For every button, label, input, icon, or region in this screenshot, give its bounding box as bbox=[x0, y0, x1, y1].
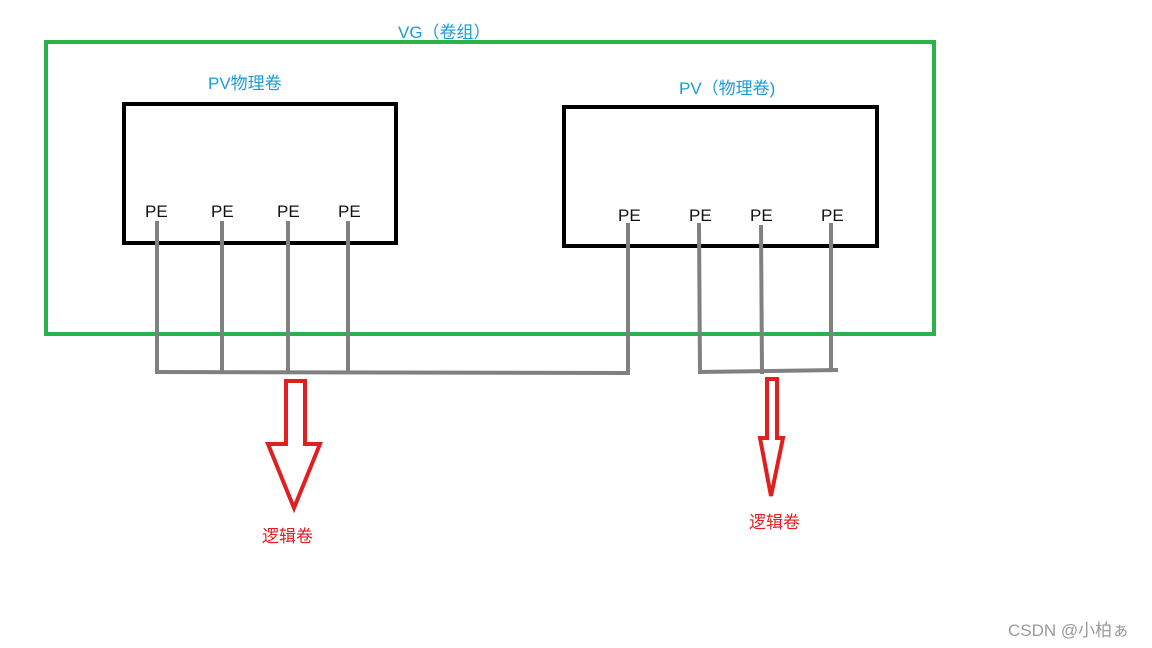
pv1-box bbox=[122, 102, 398, 245]
pv1-connectors bbox=[154, 221, 631, 376]
vg-label: VG（卷组） bbox=[398, 23, 491, 42]
lv1-arrow-icon bbox=[265, 379, 323, 514]
pv1-label: PV物理卷 bbox=[208, 74, 282, 93]
pv2-box bbox=[562, 105, 879, 248]
vg-box bbox=[44, 40, 936, 336]
pv1-pe-label: PE bbox=[338, 202, 361, 221]
pv1-pe-label: PE bbox=[211, 202, 234, 221]
watermark: CSDN @小柏ぁ bbox=[1008, 621, 1130, 640]
pv1-pe-label: PE bbox=[277, 202, 300, 221]
lv2-arrow-icon bbox=[757, 377, 786, 497]
lv1-bus-line bbox=[154, 369, 631, 376]
pv2-pe3-line bbox=[758, 224, 765, 375]
pv2-connectors bbox=[696, 222, 839, 375]
pv2-pe-label: PE bbox=[821, 206, 844, 225]
pv1-pe-label: PE bbox=[145, 202, 168, 221]
lv2-label: 逻辑卷 bbox=[749, 513, 800, 532]
pv2-pe2-line bbox=[696, 222, 703, 375]
pv2-pe-label: PE bbox=[750, 206, 773, 225]
pv2-pe-label: PE bbox=[618, 206, 641, 225]
lv2-bus-line bbox=[697, 367, 839, 375]
lv1-label: 逻辑卷 bbox=[262, 527, 313, 546]
pv2-pe-label: PE bbox=[689, 206, 712, 225]
pv2-label: PV（物理卷) bbox=[679, 79, 776, 98]
